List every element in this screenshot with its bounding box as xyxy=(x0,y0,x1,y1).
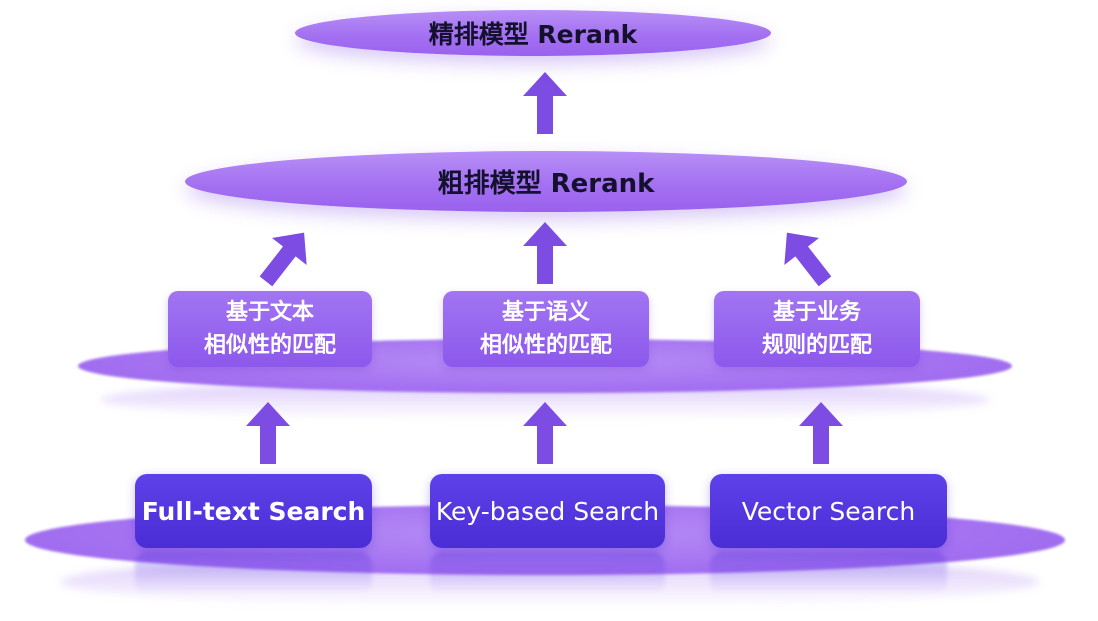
search-box-label: Vector Search xyxy=(741,496,916,526)
search-box-label: Full-text Search xyxy=(141,496,366,526)
match-box-line1: 基于文本 xyxy=(225,300,314,325)
coarse-rerank-ellipse: 粗排模型 Rerank xyxy=(185,151,907,212)
match-box-text-similarity: 基于文本 相似性的匹配 xyxy=(168,291,372,367)
match-box-line2: 相似性的匹配 xyxy=(479,333,612,358)
search-box-keybased: Key-based Search xyxy=(430,474,665,548)
up-arrow-icon xyxy=(523,402,567,464)
up-arrow-icon xyxy=(523,222,567,284)
coarse-rerank-label: 粗排模型 Rerank xyxy=(437,169,655,199)
search-box-reflection xyxy=(135,552,372,594)
up-arrow-icon xyxy=(246,402,290,464)
match-box-line2: 规则的匹配 xyxy=(761,333,872,358)
match-box-semantic-similarity: 基于语义 相似性的匹配 xyxy=(443,291,649,367)
up-right-arrow-icon xyxy=(249,219,322,295)
fine-rerank-label: 精排模型 Rerank xyxy=(428,20,638,49)
match-box-line1: 基于语义 xyxy=(501,300,590,325)
search-box-reflection xyxy=(710,552,947,594)
search-box-fulltext: Full-text Search xyxy=(135,474,372,548)
match-box-business-rules: 基于业务 规则的匹配 xyxy=(714,291,920,367)
up-arrow-icon xyxy=(799,402,843,464)
search-box-label: Key-based Search xyxy=(435,496,660,526)
search-box-vector: Vector Search xyxy=(710,474,947,548)
match-box-line2: 相似性的匹配 xyxy=(203,333,336,358)
fine-rerank-ellipse: 精排模型 Rerank xyxy=(295,10,771,56)
search-box-reflection xyxy=(430,552,665,594)
match-box-line1: 基于业务 xyxy=(772,300,861,325)
up-arrow-icon xyxy=(523,72,567,134)
up-left-arrow-icon xyxy=(770,219,843,295)
